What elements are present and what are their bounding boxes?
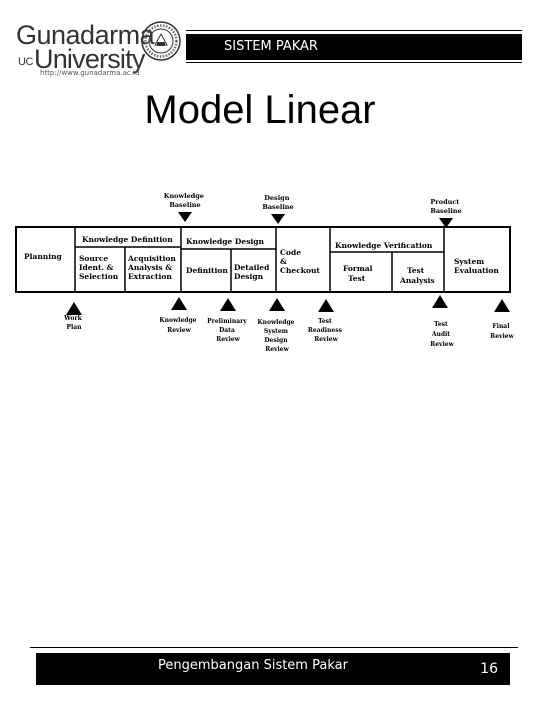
logo-url: http://www.gunadarma.ac.id (40, 69, 140, 77)
label-test-audit-review: Test Audit Review (430, 321, 454, 348)
header-title: SISTEM PAKAR (224, 39, 318, 54)
phase-test-analysis: Test Analysis (399, 266, 435, 285)
phase-code-checkout: Code & Checkout (280, 248, 320, 275)
label-knowledge-system-design-review: Knowledge System Design Review (257, 319, 296, 353)
logo-uc: UC (18, 56, 33, 68)
phase-formal-test: Formal Test (343, 264, 375, 283)
phase-system-evaluation: System Evaluation (454, 257, 499, 275)
phase-definition: Definition (186, 266, 228, 275)
phase-source: Source Ident. & Selection (79, 254, 119, 281)
phase-knowledge-design: Knowledge Design (186, 237, 265, 246)
linear-model-diagram: Knowledge Baseline Design Baseline Produ… (15, 192, 515, 353)
phase-detailed-design: Detailed Design (234, 263, 272, 281)
triangle-test-readiness-review (318, 299, 334, 312)
phase-acquisition: Acquisition Analysis & Extraction (127, 254, 178, 281)
label-knowledge-review: Knowledge Review (159, 317, 198, 334)
header-rule-bottom (186, 62, 522, 63)
label-knowledge-baseline: Knowledge Baseline (164, 192, 206, 209)
triangle-final-review (494, 299, 510, 312)
logo-line2: University (34, 44, 145, 74)
triangle-work-plan (66, 302, 82, 315)
label-final-review: Final Review (490, 323, 514, 340)
triangle-preliminary-data-review (220, 298, 236, 311)
triangle-product-baseline (439, 218, 453, 228)
label-preliminary-data-review: Preliminary Data Review (207, 318, 249, 343)
triangle-knowledge-review (171, 297, 187, 310)
phase-knowledge-verification: Knowledge Verification (335, 241, 433, 250)
triangle-design-baseline (271, 214, 285, 224)
footer-rule (30, 647, 518, 648)
footer-text: Pengembangan Sistem Pakar (158, 658, 348, 673)
slide-title: Model Linear (144, 88, 376, 132)
university-logo: Gunadarma UC University http://www.gunad… (14, 18, 184, 78)
triangle-knowledge-baseline (178, 212, 192, 222)
label-work-plan: Work Plan (63, 315, 84, 331)
phase-planning: Planning (24, 252, 63, 261)
label-test-readiness-review: Test Readiness Review (308, 318, 344, 343)
triangle-knowledge-system-design-review (269, 298, 285, 311)
header-rule-top (186, 30, 522, 31)
label-design-baseline: Design Baseline (262, 194, 293, 211)
label-product-baseline: Product Baseline (430, 198, 461, 215)
page-number: 16 (480, 661, 498, 677)
header-bar: SISTEM PAKAR (186, 34, 522, 60)
triangle-test-audit-review (432, 295, 448, 308)
phase-knowledge-definition: Knowledge Definition (82, 235, 173, 244)
logo-line1: Gunadarma (16, 20, 155, 50)
footer-bar: Pengembangan Sistem Pakar 16 (36, 653, 510, 685)
university-seal-icon (141, 21, 181, 61)
